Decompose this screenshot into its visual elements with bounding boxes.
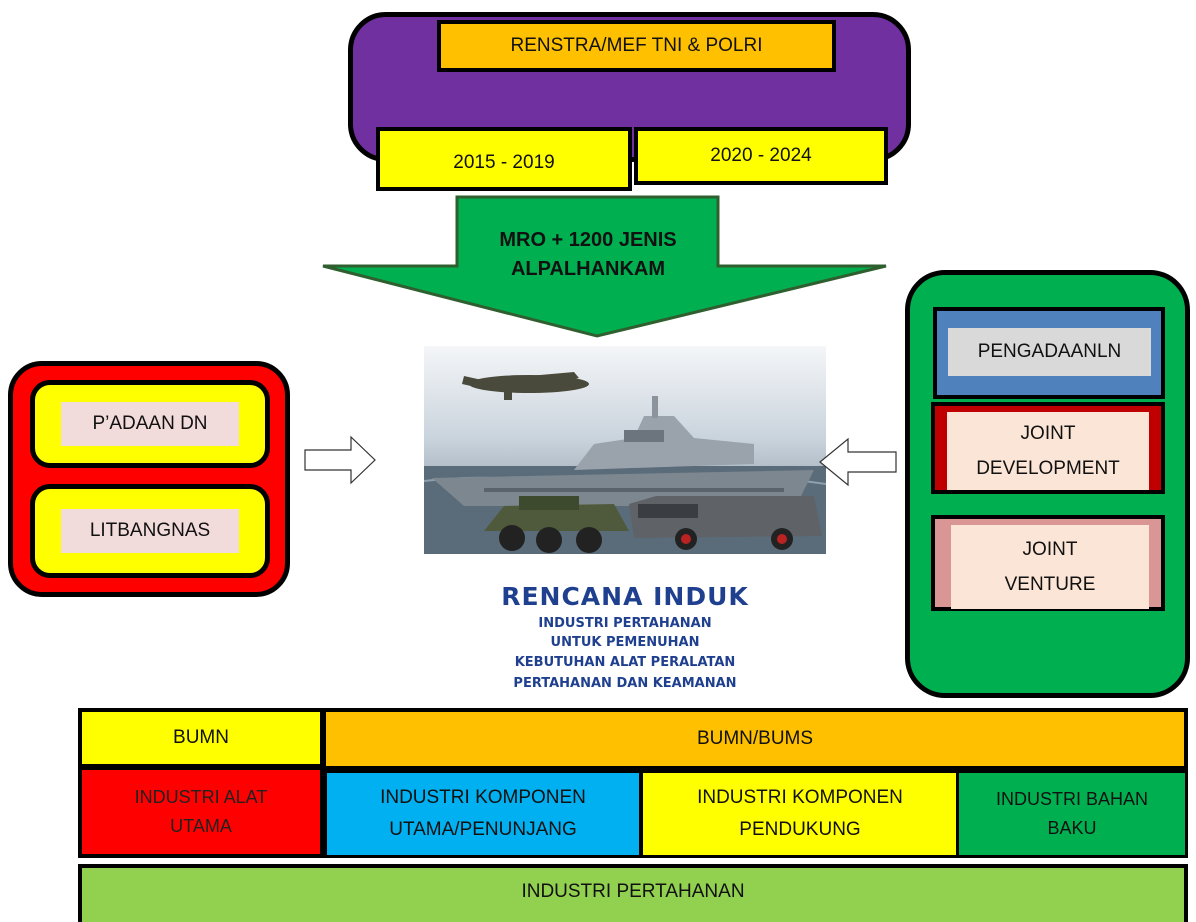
foreign-item-1-label-box: PENGADAANLN	[948, 328, 1151, 376]
foreign-item-3: JOINT VENTURE	[931, 515, 1165, 611]
master-plan-caption: RENCANA INDUK INDUSTRI PERTAHANAN UNTUK …	[424, 580, 826, 710]
master-plan-subtitle-3: KEBUTUHAN ALAT PERALATAN	[514, 655, 736, 670]
industri-bahan-baku-line-1: INDUSTRI BAHAN	[995, 789, 1148, 810]
aircraft-icon	[462, 372, 589, 400]
right-arrow-icon	[304, 435, 376, 485]
armored-truck-icon	[629, 496, 822, 550]
renstra-title: RENSTRA/MEF TNI & POLRI	[510, 34, 763, 56]
industri-komponen-pendukung-line-2: PENDUKUNG	[739, 819, 861, 840]
industri-komponen-pendukung-line-1: INDUSTRI KOMPONEN	[697, 786, 903, 808]
period-1-label: 2015 - 2019	[453, 151, 555, 173]
left-arrow-icon	[819, 437, 897, 487]
foreign-item-1: PENGADAANLN	[933, 307, 1165, 399]
industri-pertahanan-base: INDUSTRI PERTAHANAN	[78, 864, 1188, 922]
down-arrow-icon	[322, 195, 887, 338]
armored-vehicle-icon	[484, 496, 629, 553]
industri-pertahanan-label: INDUSTRI PERTAHANAN	[521, 880, 745, 902]
foreign-item-2: JOINT DEVELOPMENT	[931, 402, 1165, 494]
period-box-1: 2015 - 2019	[376, 127, 632, 191]
master-plan-subtitle-4: PERTAHANAN DAN KEAMANAN	[513, 676, 737, 691]
foreign-item-3-label-line-1: JOINT	[1022, 539, 1078, 560]
foreign-item-2-label-line-2: DEVELOPMENT	[976, 458, 1120, 479]
domestic-item-1-label: P’ADAAN DN	[92, 412, 208, 434]
arrow-label-line-2: ALPALHANKAM	[510, 258, 666, 280]
industri-alat-utama: INDUSTRI ALAT UTAMA	[78, 766, 324, 858]
industri-komponen-utama-line-1: INDUSTRI KOMPONEN	[380, 786, 586, 808]
domestic-item-1: P’ADAAN DN	[30, 380, 270, 468]
foreign-item-3-label-line-2: VENTURE	[1004, 574, 1096, 595]
industri-alat-utama-line-1: INDUSTRI ALAT	[134, 787, 268, 808]
industri-bahan-baku: INDUSTRI BAHAN BAKU	[956, 770, 1188, 858]
domestic-item-2-label: LITBANGNAS	[89, 519, 211, 541]
foreign-item-3-label-box: JOINT VENTURE	[951, 525, 1149, 609]
defense-equipment-image	[424, 346, 826, 554]
industri-alat-utama-line-2: UTAMA	[170, 816, 232, 836]
renstra-title-box: RENSTRA/MEF TNI & POLRI	[437, 20, 836, 72]
arrow-label: MRO + 1200 JENIS ALPALHANKAM	[448, 220, 728, 290]
bumn-bums-label: BUMN/BUMS	[696, 727, 814, 749]
industri-komponen-pendukung: INDUSTRI KOMPONEN PENDUKUNG	[640, 770, 960, 858]
master-plan-subtitle-2: UNTUK PEMENUHAN	[550, 635, 700, 650]
domestic-item-1-label-box: P’ADAAN DN	[61, 402, 239, 446]
bumn-label: BUMN	[173, 726, 229, 748]
foreign-item-2-label-box: JOINT DEVELOPMENT	[947, 412, 1149, 490]
foreign-item-2-label-line-1: JOINT	[1020, 423, 1076, 444]
industri-bahan-baku-line-2: BAKU	[1047, 818, 1097, 838]
domestic-item-2: LITBANGNAS	[30, 484, 270, 578]
industri-komponen-utama: INDUSTRI KOMPONEN UTAMA/PENUNJANG	[324, 770, 642, 858]
master-plan-title: RENCANA INDUK	[501, 582, 749, 611]
arrow-label-line-1: MRO + 1200 JENIS	[499, 229, 677, 251]
bumn-bums-box: BUMN/BUMS	[322, 708, 1188, 770]
period-2-label: 2020 - 2024	[710, 144, 812, 166]
domestic-item-2-label-box: LITBANGNAS	[61, 509, 239, 553]
period-box-2: 2020 - 2024	[634, 127, 888, 185]
bumn-box: BUMN	[78, 708, 324, 768]
foreign-item-1-label: PENGADAANLN	[977, 340, 1122, 362]
master-plan-subtitle-1: INDUSTRI PERTAHANAN	[538, 616, 712, 631]
industri-komponen-utama-line-2: UTAMA/PENUNJANG	[389, 819, 577, 840]
